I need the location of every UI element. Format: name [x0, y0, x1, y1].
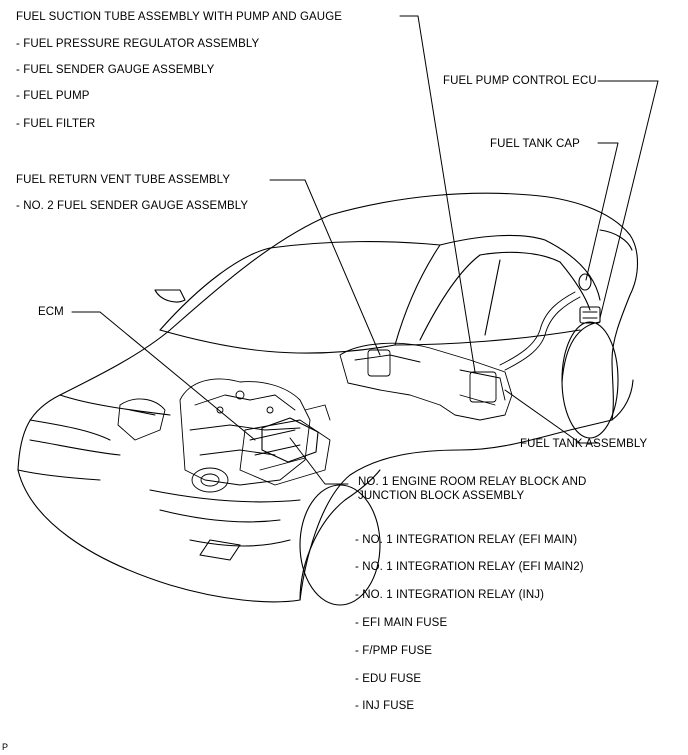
fuel-tank-cap-icon	[578, 273, 592, 291]
corner-mark: P	[2, 742, 9, 752]
car-body	[17, 192, 638, 606]
fuel-return-vent-tube-label: FUEL RETURN VENT TUBE ASSEMBLY	[16, 174, 231, 186]
fuel-suction-tube-label: FUEL SUCTION TUBE ASSEMBLY WITH PUMP AND…	[16, 11, 343, 23]
fuel-pump-control-ecu-icon	[579, 306, 601, 324]
engine-assembly	[117, 378, 331, 493]
edu-fuse-label: - EDU FUSE	[355, 673, 422, 685]
leader-lines	[71, 15, 659, 485]
no2-fuel-sender-gauge-label: - NO. 2 FUEL SENDER GAUGE ASSEMBLY	[16, 200, 249, 212]
fuel-sender-gauge-label: - FUEL SENDER GAUGE ASSEMBLY	[16, 64, 215, 76]
inj-fuse-label: - INJ FUSE	[355, 700, 415, 712]
relay-inj-label: - NO. 1 INTEGRATION RELAY (INJ)	[355, 589, 545, 601]
fuel-filter-label: - FUEL FILTER	[16, 118, 96, 130]
relay-block-label-line1: NO. 1 ENGINE ROOM RELAY BLOCK AND	[358, 476, 587, 488]
relay-block-label-line2: JUNCTION BLOCK ASSEMBLY	[358, 490, 525, 502]
fuel-pump-label: - FUEL PUMP	[16, 90, 90, 102]
relay-block	[261, 417, 319, 463]
fuel-pump-control-ecu-label: FUEL PUMP CONTROL ECU	[443, 75, 597, 87]
fuel-tank-assembly-label: FUEL TANK ASSEMBLY	[520, 438, 648, 450]
efi-main-fuse-label: - EFI MAIN FUSE	[355, 617, 448, 629]
fuel-pressure-regulator-label: - FUEL PRESSURE REGULATOR ASSEMBLY	[16, 38, 260, 50]
ecm-label: ECM	[38, 306, 64, 318]
fuel-tank	[339, 291, 581, 421]
relay-efi-main-label: - NO. 1 INTEGRATION RELAY (EFI MAIN)	[355, 534, 578, 546]
relay-efi-main2-label: - NO. 1 INTEGRATION RELAY (EFI MAIN2)	[355, 561, 584, 573]
fuel-tank-cap-label: FUEL TANK CAP	[490, 138, 580, 150]
fpmp-fuse-label: - F/PMP FUSE	[355, 645, 433, 657]
